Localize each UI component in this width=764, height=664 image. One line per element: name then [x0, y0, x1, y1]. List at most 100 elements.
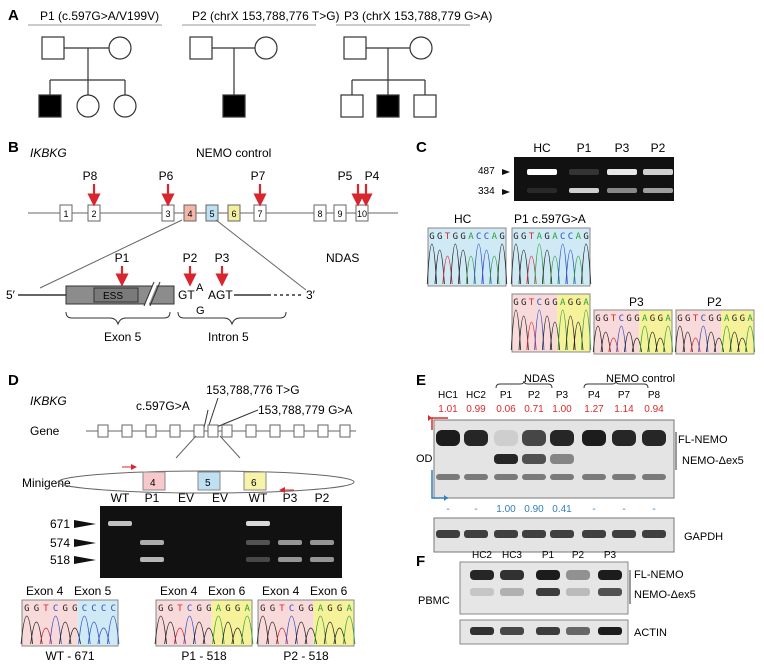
gel-lane-label: P3 — [615, 141, 630, 155]
blot-lane-label: HC2 — [466, 390, 486, 401]
gel-band — [140, 540, 164, 545]
exon-number: 4 — [187, 209, 192, 219]
base-call: A — [747, 314, 753, 324]
trace-peak — [68, 627, 81, 645]
chrom-label-p2: P2 — [707, 295, 722, 309]
minigene-exon-label: 4 — [150, 478, 156, 489]
marker-arrowhead — [74, 556, 96, 564]
trace-peak — [450, 243, 461, 285]
blot-band-dex5 — [500, 588, 524, 596]
break-mark — [143, 281, 155, 307]
od-value: 1.00 — [552, 404, 572, 415]
blot-bands — [470, 570, 622, 596]
trace-peak — [473, 243, 484, 285]
base-call: G — [650, 314, 655, 324]
trace-peak — [698, 325, 709, 353]
trace-peak — [39, 627, 53, 645]
gapdh-bands — [436, 530, 666, 538]
gene-name: IKBKG — [30, 146, 67, 160]
trace-peak — [20, 615, 33, 645]
seq-agt: AGT — [208, 288, 233, 302]
trace-peak — [745, 325, 756, 353]
trace-peak — [518, 249, 529, 285]
gel-lane-label: P1 — [145, 491, 160, 505]
trace-peak — [78, 615, 91, 645]
variant-arrow-label: P6 — [159, 169, 174, 183]
base-call: G — [196, 604, 201, 614]
blot-lane-label: P2 — [572, 550, 585, 561]
gel-band — [246, 521, 270, 526]
highlight-region — [156, 600, 212, 646]
trace-peak — [343, 615, 356, 645]
trace-peak — [97, 627, 110, 645]
base-call: G — [658, 314, 663, 324]
marker-arrowhead — [502, 189, 510, 195]
od-value: 0.71 — [524, 404, 544, 415]
exon-number: 3 — [165, 209, 170, 219]
base-call: A — [468, 232, 474, 242]
base-call: A — [346, 604, 352, 614]
blot-band-lower — [612, 474, 636, 480]
od-value: - — [446, 504, 449, 515]
base-call: G — [308, 604, 313, 614]
od-label: OD — [416, 453, 433, 465]
blot-band-gapdh — [612, 530, 636, 538]
blot-lane-label: P1 — [500, 390, 513, 401]
gel-bands — [527, 169, 673, 193]
group-nemo-control: NEMO control — [606, 373, 675, 385]
trace-peak — [565, 249, 576, 285]
trace-peak — [663, 325, 674, 353]
base-call: G — [327, 604, 332, 614]
minigene-exon-label: 6 — [251, 478, 257, 489]
blot-band-dex5 — [522, 454, 546, 464]
trace-peak — [107, 615, 120, 645]
loading-control-label: GAPDH — [684, 531, 723, 543]
od-value: - — [592, 504, 595, 515]
blot-lane-label: P7 — [618, 390, 631, 401]
ess-label: ESS — [103, 291, 123, 302]
chrom-caption: WT - 671 — [45, 649, 94, 663]
father-symbol — [343, 36, 367, 60]
trace-peak — [314, 615, 327, 645]
exon-box — [227, 204, 241, 222]
minigene-plasmid — [57, 470, 355, 494]
blot-band-actin — [536, 627, 560, 635]
variant-pointer — [207, 397, 219, 429]
base-call: G — [544, 298, 549, 308]
base-call: G — [62, 604, 67, 614]
blot-band-lower — [642, 474, 666, 480]
blot-lane-label: HC2 — [472, 550, 492, 561]
highlight-region — [211, 600, 252, 646]
gel-band — [246, 540, 270, 545]
panel-label-e: E — [416, 372, 426, 389]
base-call: G — [685, 314, 690, 324]
od-value: 1.27 — [584, 404, 604, 415]
variant-pointer — [213, 409, 259, 429]
base-call: G — [716, 314, 721, 324]
od-value: 1.00 — [496, 504, 516, 515]
panel-label-a: A — [8, 7, 19, 24]
base-call: G — [576, 298, 581, 308]
size-marker: 574 — [50, 536, 70, 550]
blot-lane-label: P3 — [556, 390, 569, 401]
size-marker: 518 — [50, 553, 70, 567]
chrom-label-hc: HC — [454, 212, 472, 226]
base-call: C — [289, 604, 294, 614]
trace-peak — [534, 243, 545, 285]
chromatogram-frame — [21, 599, 119, 647]
exon-number: 6 — [231, 209, 236, 219]
trace-peak — [434, 249, 445, 285]
trace-peak — [231, 627, 244, 645]
od-value: 1.14 — [614, 404, 634, 415]
exon-number: 8 — [317, 209, 322, 219]
base-call: G — [732, 314, 737, 324]
